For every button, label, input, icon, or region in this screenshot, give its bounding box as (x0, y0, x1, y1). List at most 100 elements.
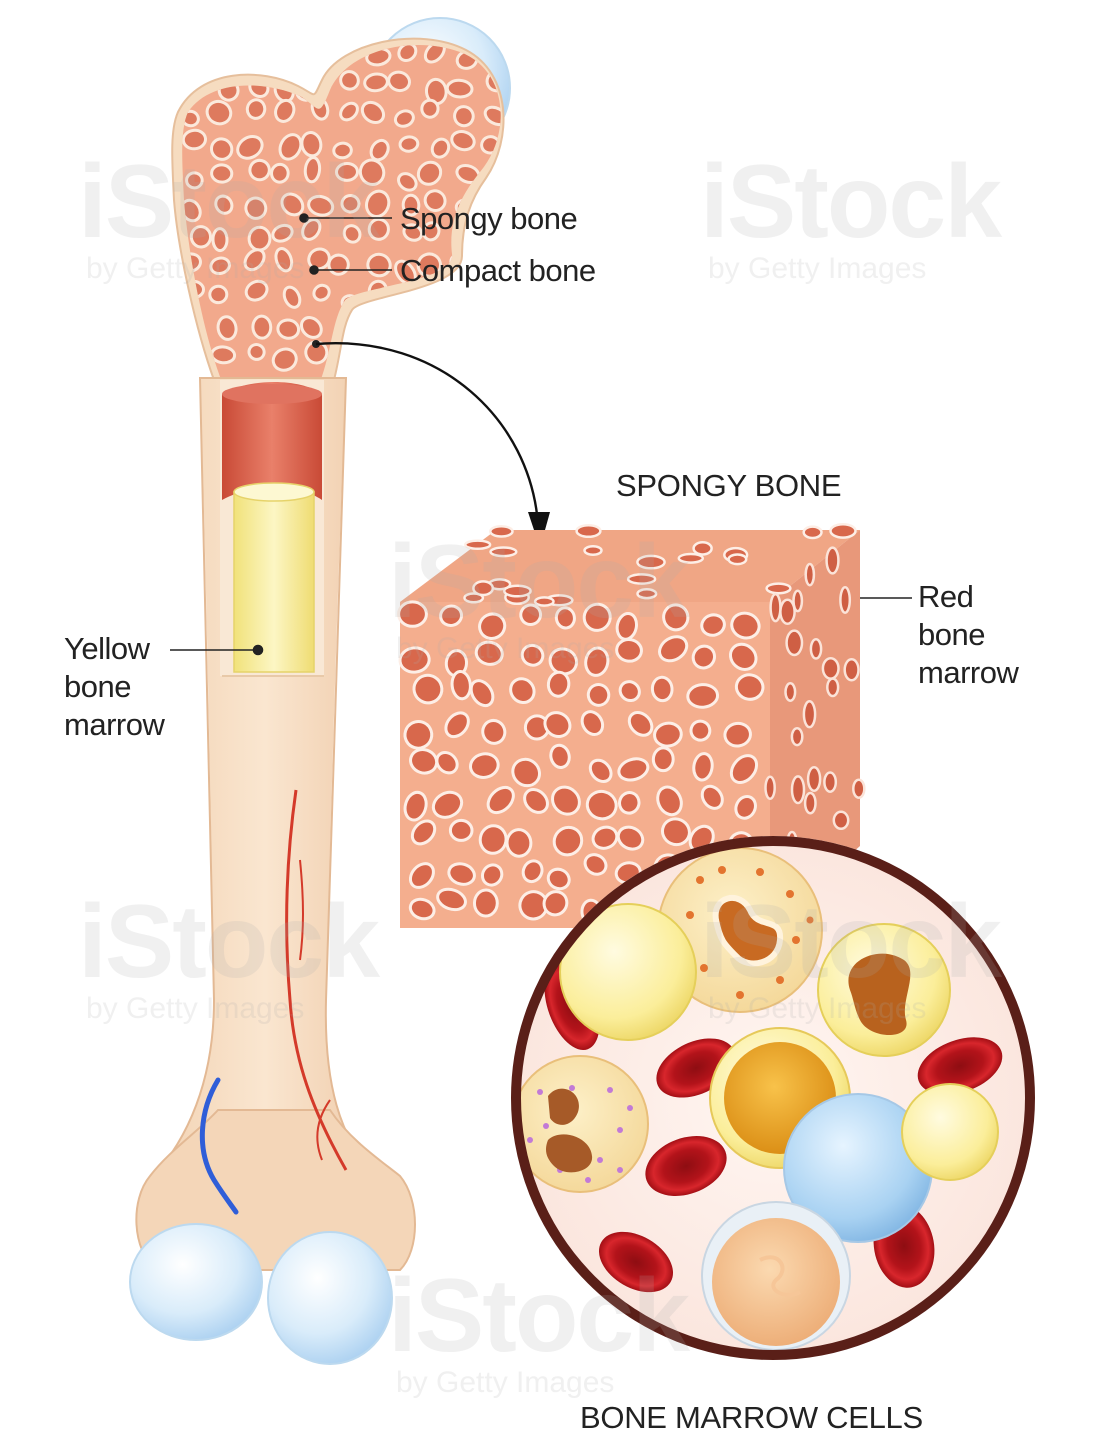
bone-pore (547, 671, 570, 697)
condyle-cartilage-left (130, 1224, 262, 1340)
label-line: bone (918, 616, 1018, 654)
bone-pore (792, 776, 804, 803)
bone-pore (824, 773, 835, 792)
bone-pore (465, 541, 490, 549)
bone-pore (182, 129, 206, 150)
bone-pore (456, 340, 488, 372)
bone-pore (827, 548, 839, 574)
bone-pore (794, 591, 802, 611)
bone-pore (535, 597, 553, 605)
bone-pore (473, 581, 492, 595)
bone-marrow-cells-magnified (511, 836, 1035, 1360)
bone-pore (679, 554, 703, 563)
bone-pore (845, 659, 859, 680)
bone-pore (616, 638, 643, 662)
bone-pore (249, 227, 271, 251)
bone-pore (771, 594, 781, 621)
bone-pore (651, 676, 673, 701)
label-compact-bone: Compact bone (400, 252, 596, 290)
heading-bone-marrow-cells: BONE MARROW CELLS (580, 1400, 923, 1436)
condyle-cartilage-right (268, 1232, 392, 1364)
bone-pore (451, 671, 472, 700)
bone-pore (399, 136, 419, 153)
bone-pore (431, 312, 448, 329)
bone-pore (185, 46, 204, 64)
bone-pore (297, 32, 329, 63)
pointer-arrow (312, 340, 550, 548)
bone-pore (827, 679, 838, 696)
bone-pore (805, 793, 815, 813)
bone-pore (491, 548, 517, 557)
bone-pore (585, 546, 602, 554)
bone-pore (399, 602, 427, 626)
label-yellow-bone-marrow: Yellow bone marrow (64, 630, 164, 744)
bone-pore (492, 310, 510, 331)
bone-pore (304, 157, 321, 183)
label-line: Yellow (64, 630, 164, 668)
label-text: Spongy bone (400, 200, 577, 238)
bone-pore (767, 584, 791, 594)
bone-pore (218, 39, 244, 68)
bone-pore (252, 316, 271, 339)
bone-pore (853, 780, 864, 798)
bone-pore (272, 43, 292, 60)
bone-pore (341, 194, 360, 213)
bone-pore (361, 352, 378, 373)
bone-pore (419, 341, 441, 363)
bone-pore (811, 639, 821, 658)
bone-pore (694, 542, 712, 554)
bone-pore (766, 777, 775, 799)
yellow-bone-marrow (234, 492, 314, 672)
bone-pore (628, 574, 655, 583)
bone-pore (359, 321, 380, 340)
bone-pore (638, 589, 657, 598)
bone-pore (213, 228, 227, 250)
bone-pore (823, 658, 839, 678)
bone-pore (834, 812, 848, 829)
bone-pore (395, 308, 420, 333)
label-line: bone (64, 668, 164, 706)
heading-spongy-bone: SPONGY BONE (616, 468, 841, 504)
bone-pore (653, 748, 674, 771)
bone-pore (211, 164, 232, 183)
bone-pore (482, 341, 508, 368)
bone-pore (804, 701, 815, 727)
bone-pore (333, 142, 352, 158)
bone-pore (450, 820, 472, 840)
bone-pore (186, 172, 202, 188)
bone-pore (806, 564, 814, 585)
bone-pore (808, 767, 820, 790)
bone-pore (190, 225, 212, 248)
bone-pore (729, 555, 747, 565)
label-red-bone-marrow: Red bone marrow (918, 578, 1018, 692)
bone-pore (451, 309, 476, 329)
bone-pore (637, 556, 664, 568)
bone-pore (490, 526, 512, 536)
bone-pore (831, 524, 856, 537)
label-line: Red (918, 578, 1018, 616)
bone-pore (421, 100, 439, 118)
bone-pore (447, 79, 473, 97)
bone-pore (336, 163, 358, 181)
bone-pore (804, 527, 822, 538)
bone-pore (792, 728, 802, 745)
bone-pore (368, 219, 389, 241)
eosinophil-cell (512, 1056, 648, 1192)
bone-pore (418, 286, 449, 318)
bone-pore (474, 890, 498, 917)
bone-pore (211, 346, 235, 364)
bone-pore (786, 683, 796, 700)
bone-pore (399, 646, 431, 673)
bone-pore (209, 285, 229, 304)
label-line: marrow (64, 706, 164, 744)
fat-cell-small (902, 1084, 998, 1180)
label-text: Compact bone (400, 252, 596, 290)
bone-pore (271, 164, 289, 183)
bone-pore (577, 525, 601, 537)
label-line: marrow (918, 654, 1018, 692)
bone-pore (328, 255, 348, 275)
bone-pore (687, 684, 718, 709)
bone-pore (506, 829, 532, 857)
bone-pore (787, 631, 802, 655)
label-spongy-bone: Spongy bone (400, 200, 577, 238)
